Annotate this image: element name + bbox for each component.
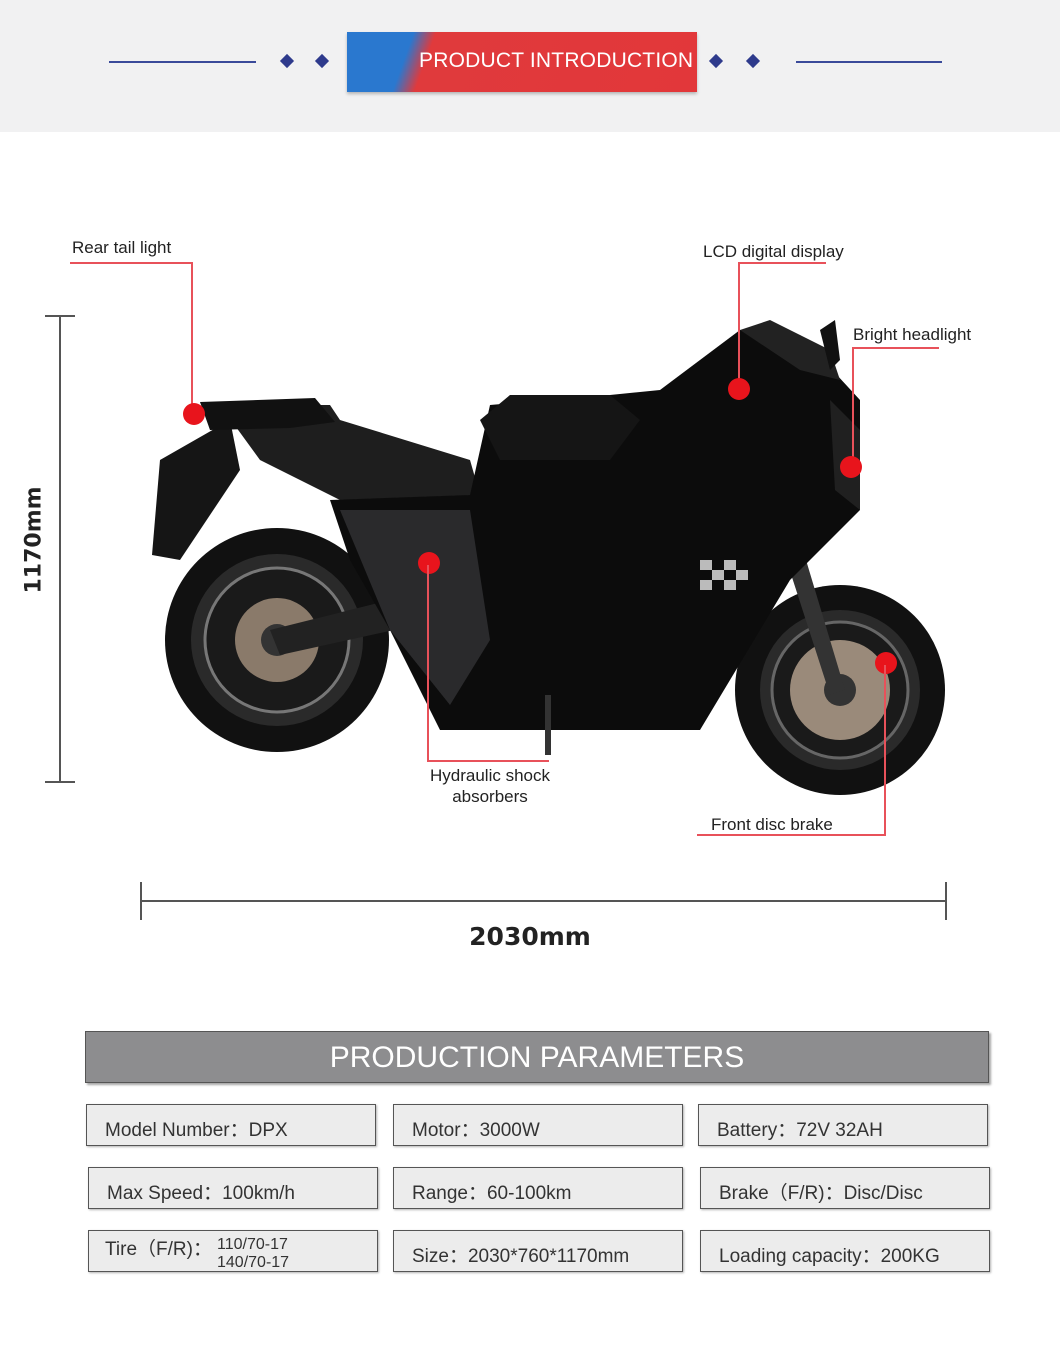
callout-lcd-display: LCD digital display: [703, 242, 844, 261]
param-text: Loading capacity：200KG: [719, 1246, 940, 1267]
param-text: Battery：72V 32AH: [717, 1120, 883, 1141]
leader-line: [427, 760, 549, 762]
leader-line: [427, 565, 429, 761]
motorcycle-image: [152, 320, 945, 795]
parameters-title-bar: PRODUCTION PARAMETERS: [85, 1031, 989, 1083]
rear-wheel: [165, 528, 389, 752]
leader-line: [884, 665, 886, 836]
marker-dot: [728, 378, 750, 400]
param-tire: Tire（F/R)： 110/70-17 140/70-17: [88, 1230, 378, 1272]
header-line-right: [796, 61, 942, 63]
height-dimension-line: [59, 315, 61, 783]
leader-line: [697, 834, 886, 836]
callout-text-line: absorbers: [452, 787, 528, 806]
param-text: Brake（F/R)：Disc/Disc: [719, 1183, 923, 1204]
param-text: Tire（F/R)：: [105, 1239, 212, 1260]
section-title: PRODUCT INTRODUCTION: [419, 49, 694, 72]
section-banner: PRODUCT INTRODUCTION: [347, 32, 697, 92]
marker-dot: [183, 403, 205, 425]
tire-front-value: 110/70-17: [217, 1236, 288, 1253]
diamond-icon: [279, 53, 295, 69]
leader-line: [852, 347, 854, 459]
param-text: Motor：3000W: [412, 1120, 540, 1141]
param-text: Range：60-100km: [412, 1183, 572, 1204]
param-model-number: Model Number：DPX: [86, 1104, 376, 1146]
dimension-cap: [45, 781, 75, 783]
callout-bright-headlight: Bright headlight: [853, 325, 972, 344]
diamond-icon: [708, 53, 724, 69]
param-size: Size：2030*760*1170mm: [393, 1230, 683, 1272]
param-brake: Brake（F/R)：Disc/Disc: [700, 1167, 990, 1209]
header-line-left: [109, 61, 256, 63]
param-motor: Motor：3000W: [393, 1104, 683, 1146]
param-text: Max Speed：100km/h: [107, 1183, 295, 1204]
marker-dot: [418, 552, 440, 574]
tire-values: 110/70-17 140/70-17: [217, 1236, 289, 1272]
callout-text-line: Hydraulic shock: [430, 766, 550, 785]
param-text: Model Number：DPX: [105, 1120, 288, 1141]
leader-line: [738, 262, 826, 264]
callout-front-disc-brake: Front disc brake: [711, 815, 833, 834]
diamond-icon: [745, 53, 761, 69]
param-range: Range：60-100km: [393, 1167, 683, 1209]
length-dimension-line: [140, 900, 947, 902]
dimension-cap: [945, 882, 947, 920]
leader-line: [70, 262, 192, 264]
param-max-speed: Max Speed：100km/h: [88, 1167, 378, 1209]
parameters-title: PRODUCTION PARAMETERS: [329, 1041, 745, 1074]
marker-dot: [875, 652, 897, 674]
callout-hydraulic-shock: Hydraulic shock absorbers: [420, 765, 560, 807]
tire-rear-value: 140/70-17: [217, 1254, 290, 1271]
dimension-cap: [140, 882, 142, 920]
diamond-icon: [314, 53, 330, 69]
param-loading-capacity: Loading capacity：200KG: [700, 1230, 990, 1272]
marker-dot: [840, 456, 862, 478]
leader-line: [191, 262, 193, 410]
height-dimension-label: 1170mm: [21, 486, 47, 594]
callout-rear-tail-light: Rear tail light: [72, 238, 172, 257]
header-band: PRODUCT INTRODUCTION: [0, 0, 1060, 132]
leader-line: [738, 262, 740, 384]
param-text: Size：2030*760*1170mm: [412, 1246, 630, 1267]
dimension-cap: [45, 315, 75, 317]
leader-line: [853, 347, 939, 349]
length-dimension-label: 2030mm: [469, 922, 591, 951]
param-battery: Battery：72V 32AH: [698, 1104, 988, 1146]
